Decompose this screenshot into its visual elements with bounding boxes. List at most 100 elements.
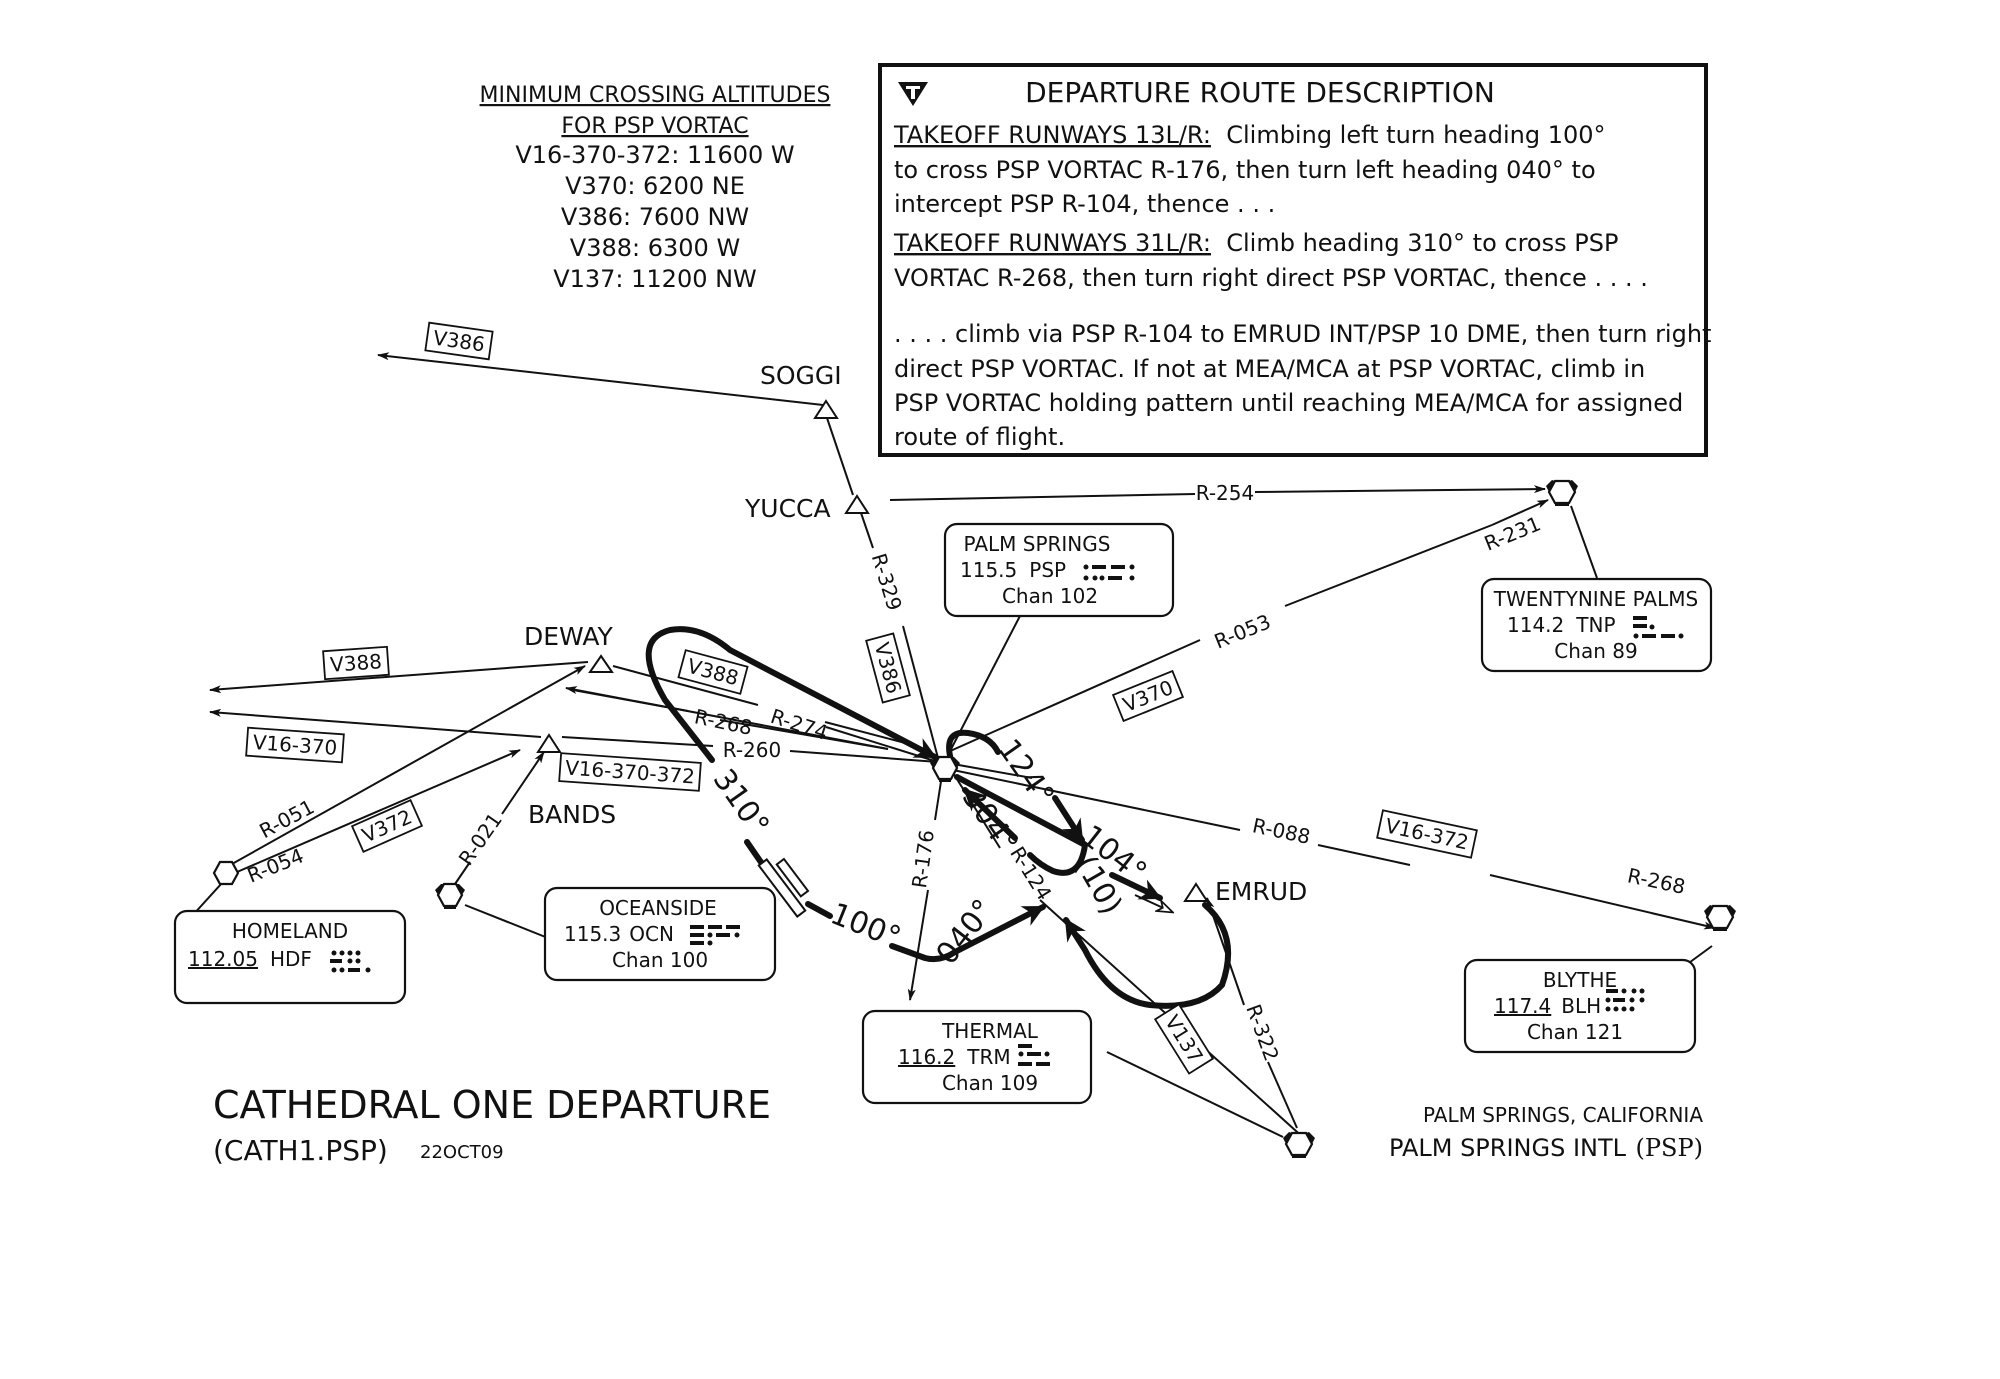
- ocn-leader: [464, 904, 554, 941]
- description-title: DEPARTURE ROUTE DESCRIPTION: [1025, 76, 1495, 109]
- yucca-fix-icon[interactable]: [844, 494, 870, 514]
- mca-line: V137: 11200 NW: [553, 265, 757, 293]
- airway-v386-west: V386: [424, 321, 494, 361]
- mca-line: V16-370-372: 11600 W: [515, 141, 794, 169]
- description-line: route of flight.: [894, 423, 1065, 451]
- navaid-ident: BLH: [1561, 994, 1601, 1018]
- r053-line-a: [947, 639, 1201, 753]
- airway-label: V388: [329, 649, 382, 677]
- chart-date: 22OCT09: [420, 1142, 504, 1163]
- v386-west-line: [377, 352, 824, 406]
- fix-yucca-label: YUCCA: [744, 494, 831, 523]
- description-line: VORTAC R-268, then turn right direct PSP…: [894, 264, 1648, 292]
- psp-hold-top: [946, 729, 1001, 763]
- airway-labels: V386 V386 V388 V388 V16-370 V16-370-372 …: [245, 321, 1478, 1075]
- trm-vortac-icon[interactable]: [1283, 1131, 1315, 1158]
- r322-line-a: [1267, 1061, 1298, 1129]
- v388-west-line: [209, 661, 589, 694]
- r260-line-a: [561, 736, 714, 747]
- r104-to-emrud: [1109, 872, 1163, 901]
- airway-v370: V370: [1111, 669, 1185, 723]
- radial-label: R-322: [1241, 1001, 1284, 1064]
- navaid-channel: Chan 102: [1002, 584, 1098, 608]
- departure-route-description: DEPARTURE ROUTE DESCRIPTION TAKEOFF RUNW…: [878, 63, 1711, 457]
- morse-code-icon: [1633, 616, 1684, 639]
- r231-line: [1491, 499, 1549, 526]
- navaid-ident: TNP: [1575, 613, 1615, 637]
- r268-east-line: [1489, 874, 1716, 930]
- morse-code-icon: [1083, 564, 1135, 581]
- mca-title-1: MINIMUM CROSSING ALTITUDES: [480, 83, 831, 108]
- navaid-frequency: 116.2: [898, 1045, 955, 1069]
- airway-v388-psp: V388: [677, 649, 749, 695]
- morse-code-icon: [690, 925, 740, 946]
- tnp-vortac-icon[interactable]: [1546, 479, 1578, 506]
- fixes-layer: SOGGI YUCCA DEWAY BANDS EMRUD: [524, 361, 1307, 906]
- r104-hold: [954, 774, 1088, 876]
- r260-line-b: [789, 750, 939, 763]
- description-frame: [878, 63, 1708, 457]
- r104-open-arrow: [1134, 894, 1172, 912]
- psp-vortac-icon[interactable]: [930, 755, 960, 782]
- bands-fix-icon[interactable]: [536, 733, 562, 753]
- r268-line-c: [719, 719, 889, 750]
- rwy13-text: Climbing left turn heading 100°: [1211, 121, 1606, 149]
- hdf-vor-icon[interactable]: [212, 860, 240, 886]
- navaid-frequency: 117.4: [1494, 994, 1551, 1018]
- navaid-ident: OCN: [629, 922, 674, 946]
- rwy31-route: [645, 626, 938, 763]
- airway-v16-370: V16-370: [245, 726, 345, 764]
- airway-v16-372: V16-372: [1376, 809, 1478, 859]
- radial-label: R-260: [723, 738, 781, 762]
- navaid-frequency: 112.05: [188, 947, 258, 971]
- soggi-fix-icon[interactable]: [813, 399, 839, 419]
- mca-title-2: FOR PSP VORTAC: [561, 114, 748, 139]
- rwy31-text: Climb heading 310° to cross PSP: [1211, 229, 1618, 257]
- radial-label: R-176: [907, 828, 939, 889]
- fix-bands-label: BANDS: [528, 800, 616, 829]
- navaid-freq: 115.3 OCN: [564, 922, 674, 946]
- heading-label: 310°: [706, 763, 776, 842]
- procedure-title: CATHEDRAL ONE DEPARTURE: [213, 1083, 771, 1127]
- r329-line: [902, 625, 939, 759]
- airway-v16-370-372: V16-370-372: [558, 752, 702, 792]
- r021-line-b: [501, 751, 545, 815]
- blh-vortac-icon[interactable]: [1704, 904, 1736, 931]
- navaid-channel: Chan 109: [942, 1071, 1038, 1095]
- mca-line: V388: 6300 W: [570, 234, 740, 262]
- mca-block: MINIMUM CROSSING ALTITUDES FOR PSP VORTA…: [480, 83, 831, 293]
- r176-line-a: [934, 774, 943, 821]
- yucca-r329-line: [859, 509, 874, 549]
- morse-code-icon: [1605, 988, 1645, 1012]
- radial-label: R-051: [255, 794, 318, 843]
- navaid-ident: PSP: [1029, 558, 1066, 582]
- takeoff-minimums-triangle-icon: [898, 82, 928, 106]
- description-line: PSP VORTAC holding pattern until reachin…: [894, 389, 1683, 417]
- navaid-frequency: 115.3: [564, 922, 621, 946]
- morse-code-icon: [330, 950, 371, 973]
- navaid-symbols: [212, 479, 1736, 1158]
- rwy13-heading-040-route: [889, 904, 1046, 963]
- location-city: PALM SPRINGS, CALIFORNIA: [1423, 1103, 1703, 1127]
- hold-124-leg: [1052, 795, 1085, 843]
- deway-fix-icon[interactable]: [588, 654, 614, 673]
- radial-label: R-254: [1196, 481, 1254, 505]
- airway-label: V16-370: [252, 730, 338, 760]
- emrud-fix-icon[interactable]: [1183, 882, 1209, 902]
- navaid-name: TWENTYNINE PALMS: [1493, 587, 1698, 611]
- ocn-vortac-icon[interactable]: [435, 882, 465, 909]
- morse-code-icon: [1018, 1044, 1050, 1066]
- r254-line-a: [889, 493, 1196, 501]
- airway-v386-psp: V386: [865, 632, 911, 704]
- airway-v137: V137: [1153, 1003, 1215, 1075]
- r176-line-b: [907, 889, 929, 1001]
- r021-line-a: [454, 861, 471, 885]
